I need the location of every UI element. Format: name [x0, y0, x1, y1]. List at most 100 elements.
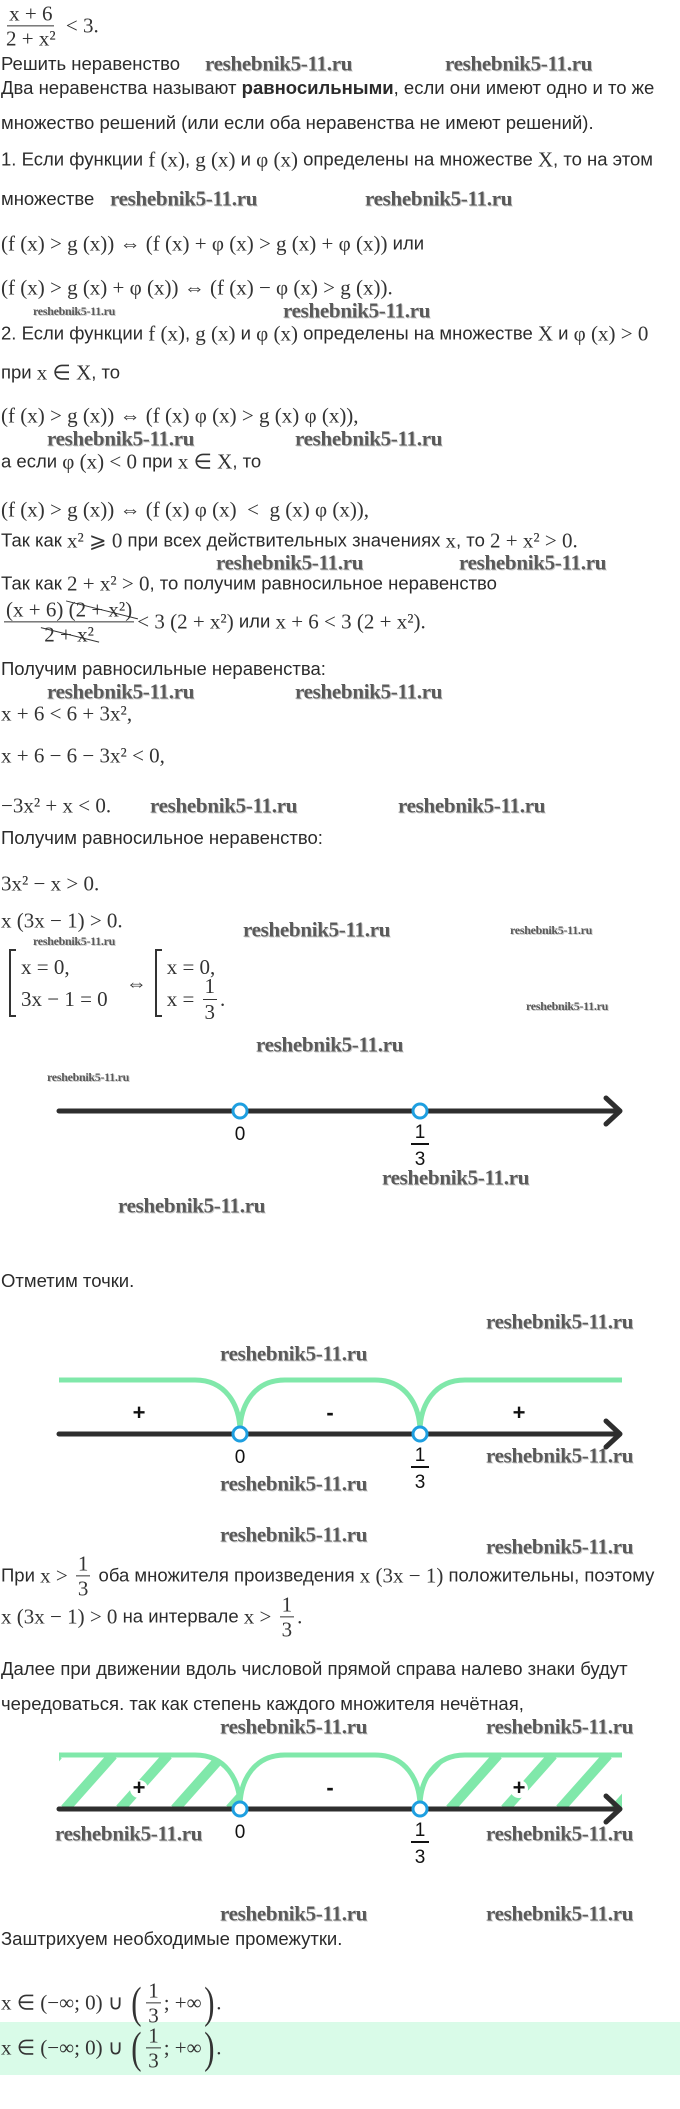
watermark: reshebnik5-11.ru — [365, 186, 513, 211]
point-label: 0 — [235, 1447, 246, 1468]
watermark: reshebnik5-11.ru — [256, 1032, 404, 1057]
step-ineq-4: 3x² − x > 0. — [1, 871, 100, 896]
arrow-head-icon — [603, 1793, 623, 1825]
math-expression: 2 + x² > 0. — [490, 528, 578, 553]
interval-sign: - — [326, 1775, 333, 1800]
math-expression: . — [216, 2035, 222, 2060]
rule-1-line-1: 1. Если функции f (x), g (x) и φ (x) опр… — [1, 147, 653, 172]
math-expression: < 3 (2 + x²) — [137, 609, 234, 634]
watermark: reshebnik5-11.ru — [486, 1309, 634, 1334]
math-expression: g (x) — [195, 147, 236, 172]
large-parenthesis: ( — [130, 2023, 142, 2072]
math-expression: X — [537, 321, 554, 346]
watermark: reshebnik5-11.ru — [33, 304, 115, 318]
text: , — [184, 322, 196, 344]
math-expression: ⇔ — [125, 970, 147, 995]
sign-curve — [59, 1377, 622, 1433]
point-label: 0 — [235, 1822, 246, 1843]
hatch-stripe — [446, 1755, 502, 1809]
text: 2. Если функции — [1, 322, 149, 344]
rule-2-line-1: 2. Если функции f (x), g (x) и φ (x) опр… — [1, 321, 648, 346]
math-expression: x > — [243, 1604, 277, 1629]
step-equivalent: Так как 2 + x² > 0, то получим равносиль… — [1, 572, 497, 595]
math-expression: . — [220, 986, 226, 1011]
fraction-denominator: 2 + x² — [42, 623, 96, 647]
point-marker — [411, 1102, 429, 1120]
text: при — [136, 450, 178, 472]
math-expression: x (3x − 1) > 0. — [1, 908, 123, 933]
math-expression: 3x² − x > 0. — [1, 871, 100, 896]
text: а если — [1, 450, 63, 472]
bold-term: равносильными — [241, 76, 394, 98]
text: , если они имеют одно и то же — [393, 76, 655, 98]
step-ineq-1: x + 6 < 6 + 3x², — [1, 701, 133, 726]
text: Так как — [1, 572, 68, 594]
math-expression: (f (x) > g (x)) ⇔ (f (x) + φ (x) > g (x)… — [1, 231, 388, 256]
point-label-numerator: 1 — [415, 1122, 426, 1143]
watermark: reshebnik5-11.ru — [486, 1821, 634, 1846]
fraction-denominator: 2 + x² — [6, 26, 56, 51]
watermark: reshebnik5-11.ru — [295, 426, 443, 451]
math-expression: . — [297, 1604, 303, 1629]
interval-sign: - — [326, 1400, 333, 1425]
text: Два неравенства называют — [1, 76, 242, 98]
text: При — [1, 1564, 41, 1586]
hatching — [59, 1755, 622, 1809]
sign-background — [510, 1780, 528, 1798]
fraction-denominator: 3 — [77, 1576, 89, 1601]
point-label-numerator: 1 — [415, 1445, 426, 1466]
math-expression: x ∈ (−∞; 0) ∪ — [1, 2035, 129, 2060]
math-expression: x + 6 − 6 − 3x² < 0, — [1, 743, 165, 768]
text: , то получим равносильное неравенство — [149, 572, 497, 594]
text: определены на множестве — [297, 148, 538, 170]
math-expression: x (3x − 1) — [359, 1563, 444, 1588]
fraction-numerator: 1 — [279, 1592, 295, 1618]
watermark: reshebnik5-11.ru — [110, 186, 258, 211]
text: или — [387, 232, 425, 254]
point-label-denominator: 3 — [415, 1472, 426, 1493]
math-expression: x = 0, — [166, 954, 216, 979]
alternation-text-1: Далее при движении вдоль числовой прямой… — [1, 1659, 628, 1679]
sign-background — [130, 1780, 148, 1798]
math-expression: x = 0, — [21, 954, 70, 979]
point-marker — [411, 1800, 429, 1818]
watermark: reshebnik5-11.ru — [510, 923, 592, 937]
text: Получим равносильное неравенство: — [1, 826, 323, 848]
text: Отметим точки. — [1, 1269, 135, 1291]
math-expression: x + 6 < 6 + 3x², — [1, 701, 133, 726]
text: чередоваться. так как степень каждого мн… — [1, 1692, 524, 1714]
point-marker — [231, 1102, 249, 1120]
rule-1-formula-1: (f (x) > g (x)) ⇔ (f (x) + φ (x) > g (x)… — [1, 231, 425, 256]
step-ineq-3: −3x² + x < 0. — [1, 795, 111, 817]
watermark: reshebnik5-11.ru — [220, 1471, 368, 1496]
math-expression: g (x) — [195, 321, 236, 346]
math-expression: φ (x) — [256, 147, 298, 172]
text: определены на множестве — [297, 322, 538, 344]
watermark: reshebnik5-11.ru — [445, 51, 593, 76]
large-parenthesis: ) — [203, 1978, 215, 2027]
text: , то — [232, 450, 262, 472]
watermark: reshebnik5-11.ru — [486, 1901, 634, 1926]
point-label: 0 — [235, 1124, 246, 1145]
watermark: reshebnik5-11.ru — [205, 51, 353, 76]
text: Решить неравенство — [1, 52, 181, 74]
fraction-numerator: 1 — [75, 1551, 91, 1577]
rule-1-formula-2: (f (x) > g (x) + φ (x)) ⇔ (f (x) − φ (x)… — [1, 277, 393, 299]
text: , то — [456, 529, 491, 551]
step-positive: Так как x² ⩾ 0 при всех действительных з… — [1, 528, 578, 553]
fraction-denominator: 3 — [281, 1617, 293, 1642]
fraction-denominator: 3 — [204, 999, 216, 1024]
text: оба множителя произведения — [93, 1564, 360, 1586]
cancelled-fraction: (x + 6) (2 + x²)2 + x² — [4, 597, 135, 647]
